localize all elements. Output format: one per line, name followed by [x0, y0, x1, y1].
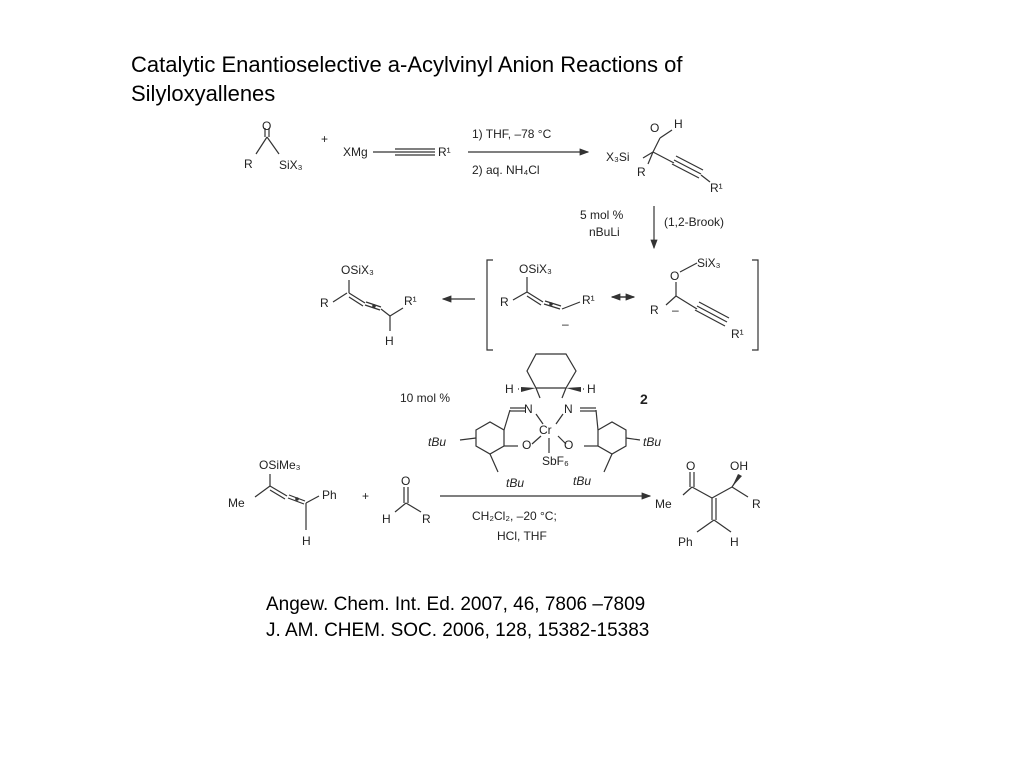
atom-X3Si: X₃Si	[606, 150, 630, 164]
atom-R-aldehyde: R	[422, 512, 431, 526]
cat-wedge-left	[521, 387, 536, 392]
atom-OSiX3-product: OSiX₃	[341, 263, 374, 277]
atom-O-cat-right: O	[564, 438, 573, 452]
atom-SbF6: SbF₆	[542, 454, 569, 468]
plus-sign: +	[321, 132, 328, 146]
condition-step-1: 1) THF, –78 °C	[472, 127, 552, 141]
tBu-left-side: tBu	[428, 435, 446, 449]
grignard-structure	[373, 148, 435, 156]
atom-R1-alcohol: R¹	[710, 181, 723, 195]
atom-Ph-allene: Ph	[322, 488, 337, 502]
atom-H-product-alkene: H	[730, 535, 739, 549]
allylic-alcohol-product	[682, 472, 749, 533]
atom-OSiX3-anion: OSiX₃	[519, 262, 552, 276]
atom-R-anion: R	[500, 295, 509, 309]
condition-workup: HCl, THF	[497, 529, 547, 543]
atom-O: O	[262, 119, 271, 133]
allene-dot-1	[372, 304, 376, 308]
atom-O-ketone: O	[686, 459, 695, 473]
title-line-1: Catalytic Enantioselective a-Acylvinyl A…	[131, 52, 683, 77]
atom-R1-propargyl: R¹	[731, 327, 744, 341]
condition-solvent: CH₂Cl₂, –20 °C;	[472, 509, 557, 523]
acylsilane-structure	[255, 128, 280, 155]
trimethylsilyloxyallene-structure	[254, 474, 320, 530]
atom-Cr: Cr	[539, 423, 552, 437]
atom-R-propargyl: R	[650, 303, 659, 317]
title-line-2: Silyloxyallenes	[131, 81, 276, 106]
tBu-right-side: tBu	[643, 435, 661, 449]
cat-wedge-right	[566, 387, 581, 392]
atom-O-aldehyde: O	[401, 474, 410, 488]
cr-salen-catalyst	[459, 353, 641, 473]
catalyst-number: 2	[640, 391, 648, 407]
allenyl-anion-structure	[512, 277, 581, 310]
aldehyde-structure	[394, 487, 422, 513]
catalyst-loading: 10 mol %	[400, 391, 450, 405]
atom-OH-product: OH	[730, 459, 748, 473]
atom-H-alcohol: H	[674, 117, 683, 131]
atom-R1: R¹	[438, 145, 451, 159]
atom-H-product: H	[385, 334, 394, 348]
atom-R: R	[244, 157, 253, 171]
reference-2: J. AM. CHEM. SOC. 2006, 128, 15382-15383	[266, 620, 650, 641]
atom-H-cat-left: H	[505, 382, 514, 396]
charge-propargyl: –	[672, 303, 679, 317]
atom-R1-product: R¹	[404, 294, 417, 308]
atom-O-cat-left: O	[522, 438, 531, 452]
atom-XMg: XMg	[343, 145, 368, 159]
atom-R1-anion: R¹	[582, 293, 595, 307]
atom-N-left: N	[524, 402, 533, 416]
atom-Me-allene: Me	[228, 496, 245, 510]
atom-N-right: N	[564, 402, 573, 416]
atom-R-alcohol: R	[637, 165, 646, 179]
charge-anion: –	[562, 317, 569, 331]
allene-dot-2	[549, 302, 553, 306]
tBu-left-bottom: tBu	[506, 476, 524, 490]
stereo-wedge	[732, 474, 742, 487]
reference-1: Angew. Chem. Int. Ed. 2007, 46, 7806 –78…	[266, 594, 646, 615]
references: Angew. Chem. Int. Ed. 2007, 46, 7806 –78…	[266, 592, 649, 644]
atom-R-product: R	[320, 296, 329, 310]
atom-Ph-product: Ph	[678, 535, 693, 549]
plus-sign-2: +	[362, 489, 369, 503]
brook-loading: 5 mol %	[580, 208, 624, 222]
tBu-right-bottom: tBu	[573, 474, 591, 488]
atom-SiX3: SiX₃	[279, 158, 303, 172]
atom-H-allene: H	[302, 534, 311, 548]
atom-O-propargyl: O	[670, 269, 679, 283]
allene-dot-3	[295, 497, 299, 501]
brook-base: nBuLi	[589, 225, 620, 239]
atom-O-alcohol: O	[650, 121, 659, 135]
bracket-left	[486, 259, 493, 351]
slide-title: Catalytic Enantioselective a-Acylvinyl A…	[131, 50, 831, 108]
atom-OSiMe3: OSiMe₃	[259, 458, 301, 472]
brook-label: (1,2-Brook)	[664, 215, 724, 229]
propargyl-anion-structure	[665, 262, 730, 327]
atom-SiX3-propargyl: SiX₃	[697, 256, 721, 270]
atom-H-aldehyde: H	[382, 512, 391, 526]
bracket-right	[752, 259, 759, 351]
atom-R-alcohol-product: R	[752, 497, 761, 511]
condition-step-2: 2) aq. NH₄Cl	[472, 163, 540, 177]
silyloxyallene-structure	[332, 280, 404, 331]
propargyl-alcohol-structure	[642, 129, 711, 183]
atom-H-cat-right: H	[587, 382, 596, 396]
atom-Me-ketone: Me	[655, 497, 672, 511]
